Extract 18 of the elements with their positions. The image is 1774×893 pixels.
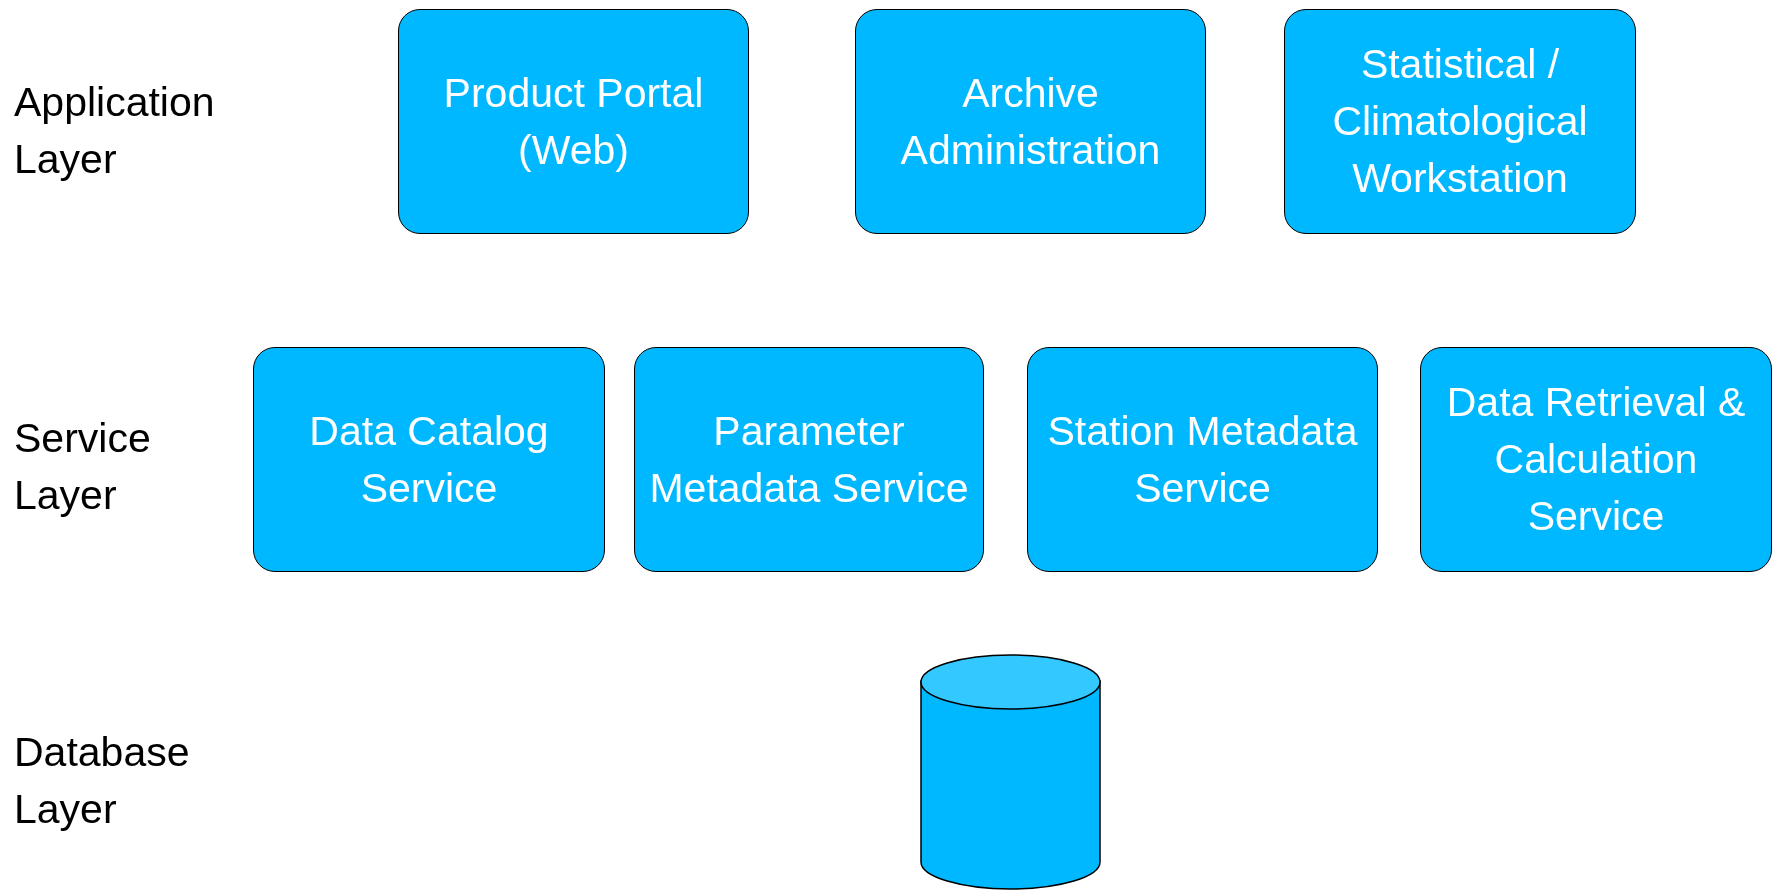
box-label: Statistical / Climatological Workstation xyxy=(1331,40,1589,203)
service-box xyxy=(634,347,984,572)
database-cylinder xyxy=(920,654,1101,890)
service-box xyxy=(855,9,1206,234)
layer-label: Database Layer xyxy=(14,728,191,834)
service-box xyxy=(1027,347,1378,572)
service-box xyxy=(1420,347,1772,572)
box-label: Station Metadata Service xyxy=(1046,406,1359,513)
service-box xyxy=(1284,9,1636,234)
service-box xyxy=(398,9,749,234)
box-label: Parameter Metadata Service xyxy=(648,406,970,513)
box-label: Data Catalog Service xyxy=(308,406,550,513)
box-label: Data Retrieval & Calculation Service xyxy=(1445,378,1747,541)
layer-label: Application Layer xyxy=(14,78,216,184)
box-label: Archive Administration xyxy=(899,68,1162,175)
layer-label: Service Layer xyxy=(14,414,152,520)
service-box xyxy=(253,347,605,572)
box-label: Product Portal (Web) xyxy=(442,68,705,175)
